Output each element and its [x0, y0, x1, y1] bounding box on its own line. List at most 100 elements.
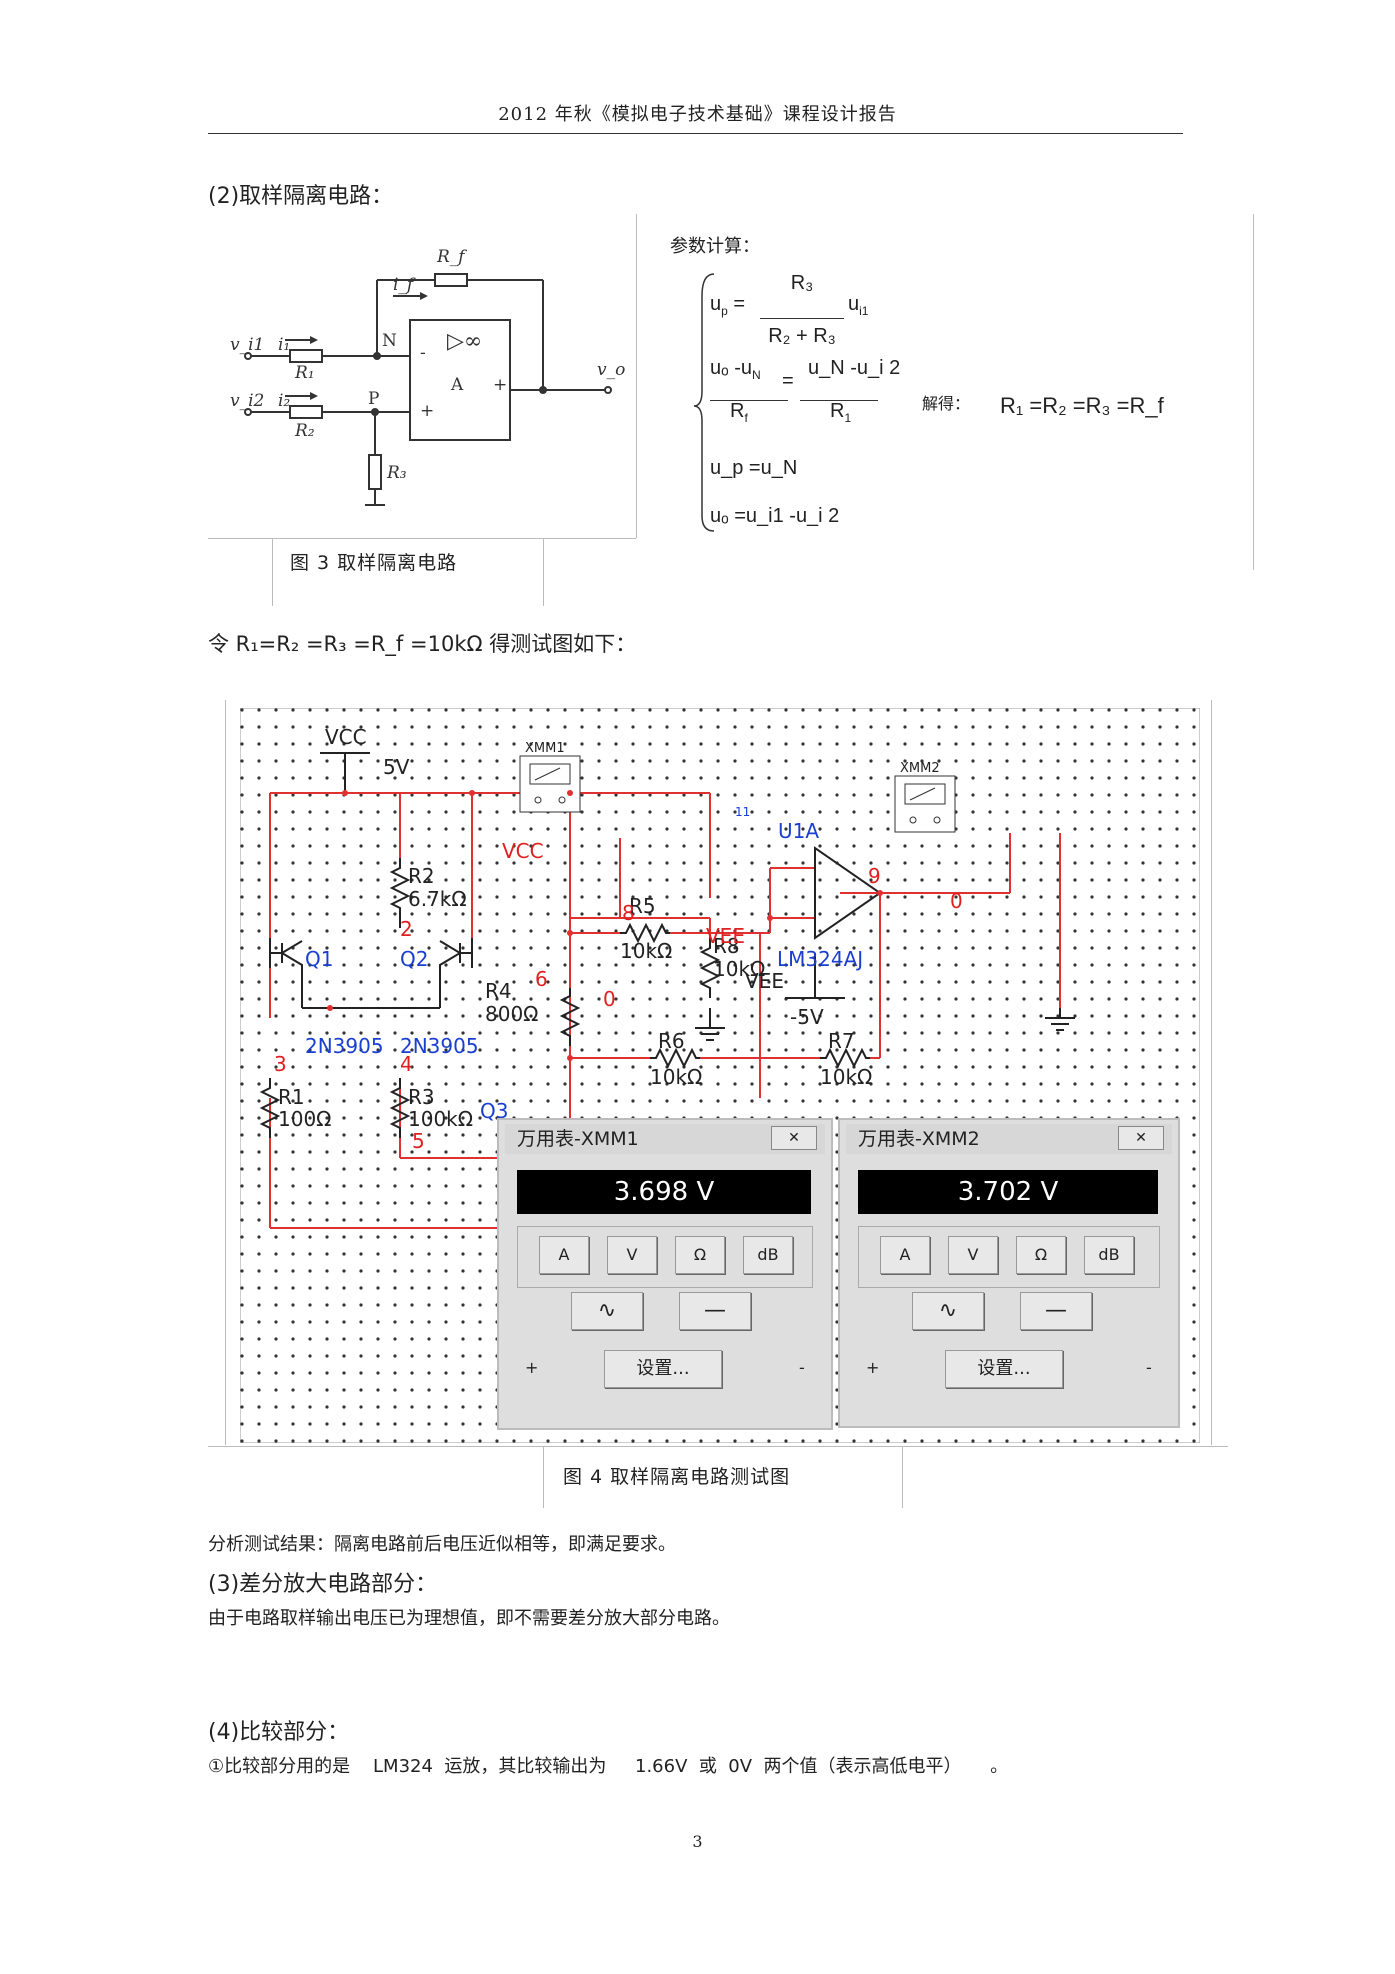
xmm1-ac-button[interactable]: ∿ [571, 1292, 643, 1330]
xmm2-voltmeter-button[interactable]: V [948, 1236, 998, 1274]
sch-n8: 8 [622, 901, 635, 925]
sch-r8v: 10kΩ [713, 957, 765, 981]
xmm2-ohm-button[interactable]: Ω [1016, 1236, 1066, 1274]
xmm2-ammeter-button[interactable]: A [880, 1236, 930, 1274]
xmm1-close-button[interactable]: ✕ [771, 1126, 817, 1150]
eq2-left-bar [710, 400, 788, 401]
plus-label: + [420, 401, 434, 421]
multimeter-xmm2-window: 万用表-XMM2 ✕ 3.702 V A V Ω dB ∿ — 设置... + … [838, 1118, 1180, 1428]
xmm1-ohm-button[interactable]: Ω [675, 1236, 725, 1274]
sch-vcc: VCC [325, 725, 367, 749]
eq1-numerator: R₃ [790, 272, 814, 294]
fig4-frame [225, 700, 1212, 1445]
sch-u1a: U1A [778, 819, 819, 843]
equation-brace [693, 273, 715, 532]
let-statement: 令 R₁=R₂ =R₃ =R_f =10kΩ 得测试图如下： [208, 632, 637, 656]
xmm2-settings-button[interactable]: 设置... [945, 1350, 1063, 1388]
sch-r2: R2 [408, 864, 435, 888]
param-label: 参数计算： [670, 236, 760, 257]
xmm2-minus-terminal[interactable]: - [1146, 1358, 1152, 1377]
sch-r1v: 100Ω [278, 1107, 331, 1131]
eq2-equals: = [782, 370, 794, 392]
xmm2-ac-button[interactable]: ∿ [912, 1292, 984, 1330]
fig4-frame-bottom [208, 1446, 1228, 1447]
eq2-right-denominator: R1 [830, 400, 852, 425]
sch-r2v: 6.7kΩ [408, 887, 467, 911]
sch-r5: R5 [629, 894, 656, 918]
vi2-label: v_i2 [230, 391, 264, 411]
sch-r7v: 10kΩ [820, 1065, 872, 1089]
i1-label: i₁ [278, 335, 290, 355]
sch-n0b: 0 [950, 889, 963, 913]
fig3-frame-right [543, 538, 544, 606]
eq2-right-numerator: u_N -u_i 2 [808, 357, 901, 379]
analysis-text: 分析测试结果：隔离电路前后电压近似相等，即满足要求。 [208, 1534, 676, 1555]
p-label: P [368, 389, 379, 409]
i2-label: i₂ [278, 391, 290, 411]
fig3-frame-divider [636, 214, 637, 538]
sch-lm: LM324AJ [777, 947, 863, 971]
eq2-left-numerator: uₒ -uN [710, 357, 761, 382]
fig3-op-amp-circuit: R_f i_f v_i1 i₁ R₁ N v_i2 i₂ R₂ P R₃ A v… [230, 247, 625, 506]
header-rule [208, 133, 1183, 134]
xmm1-dc-button[interactable]: — [679, 1292, 751, 1330]
sch-vee: VEE [745, 969, 784, 993]
xmm1-reading: 3.698 V [517, 1170, 811, 1214]
xmm2-dc-button[interactable]: — [1020, 1292, 1092, 1330]
xmm2-mode-panel [858, 1226, 1160, 1288]
xmm1-settings-button[interactable]: 设置... [604, 1350, 722, 1388]
xmm1-ammeter-button[interactable]: A [539, 1236, 589, 1274]
section-3-text: 由于电路取样输出电压已为理想值，即不需要差分放大部分电路。 [208, 1608, 730, 1629]
xmm2-titlebar: 万用表-XMM2 [846, 1124, 1172, 1154]
sch-m5v: -5V [790, 1005, 824, 1029]
sch-vcc2: VCC [502, 839, 544, 863]
xmm2-reading: 3.702 V [858, 1170, 1158, 1214]
section-4-text: ①比较部分用的是 LM324 运放，其比较输出为 1.66V 或 0V 两个值（… [208, 1756, 1009, 1777]
xmm1-db-button[interactable]: dB [743, 1236, 793, 1274]
r3-label: R₃ [386, 463, 407, 483]
n-label: N [382, 331, 397, 351]
xmm2-db-button[interactable]: dB [1084, 1236, 1134, 1274]
fig3-caption: 图 3 取样隔离电路 [290, 552, 458, 574]
fig4-cap-right [902, 1446, 903, 1508]
sch-xmm2: XMM2 [900, 761, 940, 776]
xmm2-title: 万用表-XMM2 [858, 1128, 980, 1150]
out-plus-label: + [493, 375, 507, 395]
section-4-title: (4)比较部分： [208, 1720, 350, 1745]
sch-t2: 2N3905 [400, 1034, 479, 1058]
solve-label: 解得： [922, 394, 971, 413]
section-2-title: (2)取样隔离电路： [208, 184, 394, 209]
xmm1-plus-terminal[interactable]: + [525, 1358, 539, 1377]
rf-label: R_f [436, 247, 467, 267]
r2-label: R₂ [294, 421, 315, 441]
sch-r1: R1 [278, 1085, 305, 1109]
sch-n3: 3 [274, 1052, 287, 1076]
sch-r4: R4 [485, 979, 512, 1003]
xmm2-plus-terminal[interactable]: + [866, 1358, 880, 1377]
xmm1-voltmeter-button[interactable]: V [607, 1236, 657, 1274]
sch-r3: R3 [408, 1085, 435, 1109]
eq1-lhs: up = [710, 293, 746, 318]
sch-t1: 2N3905 [305, 1034, 384, 1058]
eq1-rhs: ui1 [848, 293, 869, 318]
fig4-cap-left [543, 1446, 544, 1508]
vo-label: v_o [597, 360, 625, 380]
sch-n9: 9 [868, 864, 881, 888]
vi1-label: v_i1 [230, 335, 264, 355]
right-frame-line [1253, 214, 1254, 570]
xmm1-minus-terminal[interactable]: - [799, 1358, 805, 1377]
sch-5v: 5V [383, 755, 410, 779]
sch-r7: R7 [828, 1029, 855, 1053]
r1-label: R₁ [294, 363, 315, 383]
if-label: i_f [393, 275, 416, 295]
eq1-denominator: R₂ + R₃ [768, 325, 836, 347]
xmm2-close-button[interactable]: ✕ [1118, 1126, 1164, 1150]
section-3-title: (3)差分放大电路部分： [208, 1572, 438, 1597]
a-label: A [450, 375, 464, 395]
sch-n5: 5 [412, 1129, 425, 1153]
sch-n2: 2 [400, 917, 413, 941]
sch-r6: R6 [658, 1029, 685, 1053]
eq3: u_p =u_N [710, 457, 798, 479]
xmm1-mode-panel [517, 1226, 813, 1288]
sch-n11: 11 [735, 805, 750, 819]
